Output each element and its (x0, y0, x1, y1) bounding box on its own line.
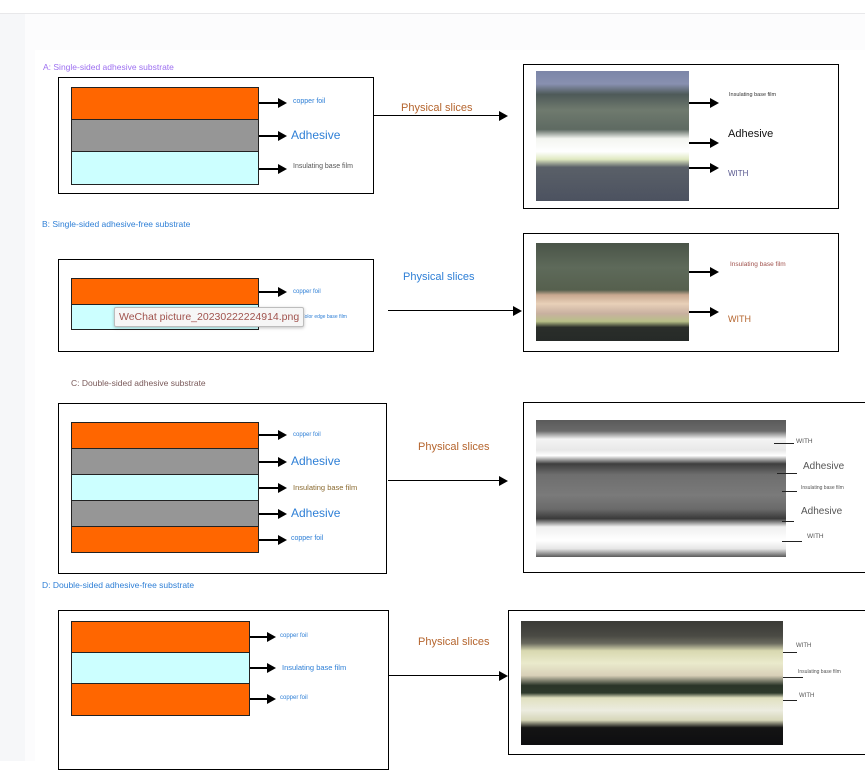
section-a-photo-box: Insulating base film Adhesive WITH (523, 64, 839, 209)
copper-foil-layer (71, 87, 259, 120)
copper-foil-layer (71, 422, 259, 449)
photo-label: WITH (728, 314, 751, 324)
copper-foil-layer (71, 526, 259, 553)
photo-label: Insulating base film (730, 261, 786, 268)
arrow-icon (250, 632, 276, 642)
adhesive-layer (71, 119, 259, 152)
adhesive-layer (71, 448, 259, 475)
layer-label: Color edge base film (301, 314, 347, 320)
layer-label: Adhesive (291, 454, 341, 468)
section-d-title: D: Double-sided adhesive-free substrate (42, 580, 195, 590)
layer-label: Adhesive (291, 128, 341, 142)
leader-line (777, 473, 797, 474)
layer-label: copper foil (291, 535, 324, 542)
arrow-icon (689, 98, 719, 108)
layer-label: copper foil (280, 633, 308, 639)
layer-label: copper foil (293, 432, 321, 438)
insulating-film-layer (71, 474, 259, 501)
left-gutter (0, 14, 25, 761)
arrow-icon (689, 267, 719, 277)
copper-foil-layer (71, 278, 259, 305)
section-c-title: C: Double-sided adhesive substrate (71, 378, 206, 388)
arrow-icon (259, 131, 287, 141)
physical-slices-label: Physical slices (401, 102, 473, 114)
arrow-icon (689, 307, 719, 317)
photo-label: Insulating base film (801, 485, 844, 491)
photo-label: Adhesive (728, 128, 774, 140)
arrow-icon (689, 163, 719, 173)
layer-label: Adhesive (291, 506, 341, 520)
arrow-icon (374, 111, 508, 121)
micrograph-image (536, 71, 689, 201)
arrow-icon (250, 663, 276, 673)
photo-label: Insulating base film (729, 92, 777, 98)
layer-label: copper foil (280, 695, 308, 701)
section-a-diagram-box: copper foil Adhesive Insulating base fil… (58, 77, 374, 194)
section-c-diagram-box: copper foil Adhesive Insulating base fil… (58, 403, 387, 574)
physical-slices-label: Physical slices (403, 271, 475, 283)
section-b-title: B: Single-sided adhesive-free substrate (42, 219, 191, 229)
photo-label: WITH (796, 438, 813, 445)
arrow-icon (259, 430, 287, 440)
leader-line (782, 491, 797, 492)
leader-line (783, 652, 797, 653)
arrow-icon (259, 535, 287, 545)
leader-line (782, 521, 794, 522)
insulating-film-layer (71, 652, 250, 684)
arrow-icon (389, 671, 508, 681)
arrow-icon (388, 476, 508, 486)
section-d-photo-box: WITH Insulating base film WITH (508, 610, 865, 755)
arrow-icon (259, 509, 287, 519)
arrow-icon (689, 138, 719, 148)
layer-label: copper foil (293, 289, 321, 295)
layer-label: Insulating base film (282, 663, 347, 672)
micrograph-image (536, 243, 689, 341)
leader-line (783, 677, 803, 678)
adhesive-layer (71, 500, 259, 527)
leader-line (774, 443, 794, 444)
arrow-icon (388, 306, 522, 316)
photo-label: Adhesive (803, 461, 845, 472)
section-d-diagram-box: copper foil Insulating base film copper … (58, 610, 389, 770)
copper-foil-layer (71, 683, 250, 716)
photo-label: WITH (728, 169, 749, 178)
section-c-photo-box: WITH Adhesive Insulating base film Adhes… (523, 402, 865, 573)
copper-foil-layer (71, 621, 250, 653)
micrograph-image (521, 621, 783, 745)
arrow-icon (250, 694, 276, 704)
photo-label: WITH (799, 693, 815, 699)
physical-slices-label: Physical slices (418, 441, 490, 453)
layer-label: copper foil (293, 98, 326, 105)
arrow-icon (259, 98, 287, 108)
section-b-photo-box: Insulating base film WITH (523, 233, 839, 352)
leader-line (782, 541, 802, 542)
leader-line (783, 700, 797, 701)
layer-label: Insulating base film (293, 163, 353, 170)
insulating-film-layer (71, 151, 259, 185)
filename-tooltip: WeChat picture_20230222224914.png (114, 307, 305, 327)
arrow-icon (259, 483, 287, 493)
layer-label: Insulating base film (293, 483, 358, 492)
top-bar (0, 0, 865, 14)
photo-label: WITH (796, 643, 812, 649)
arrow-icon (259, 287, 287, 297)
arrow-icon (259, 164, 287, 174)
arrow-icon (259, 457, 287, 467)
photo-label: WITH (807, 533, 824, 540)
physical-slices-label: Physical slices (418, 636, 490, 648)
micrograph-image (536, 420, 786, 557)
section-a-title: A: Single-sided adhesive substrate (43, 62, 174, 72)
photo-label: Adhesive (801, 506, 843, 517)
section-b-diagram-box: copper foil Color edge base film (58, 259, 374, 352)
photo-label: Insulating base film (798, 669, 841, 675)
